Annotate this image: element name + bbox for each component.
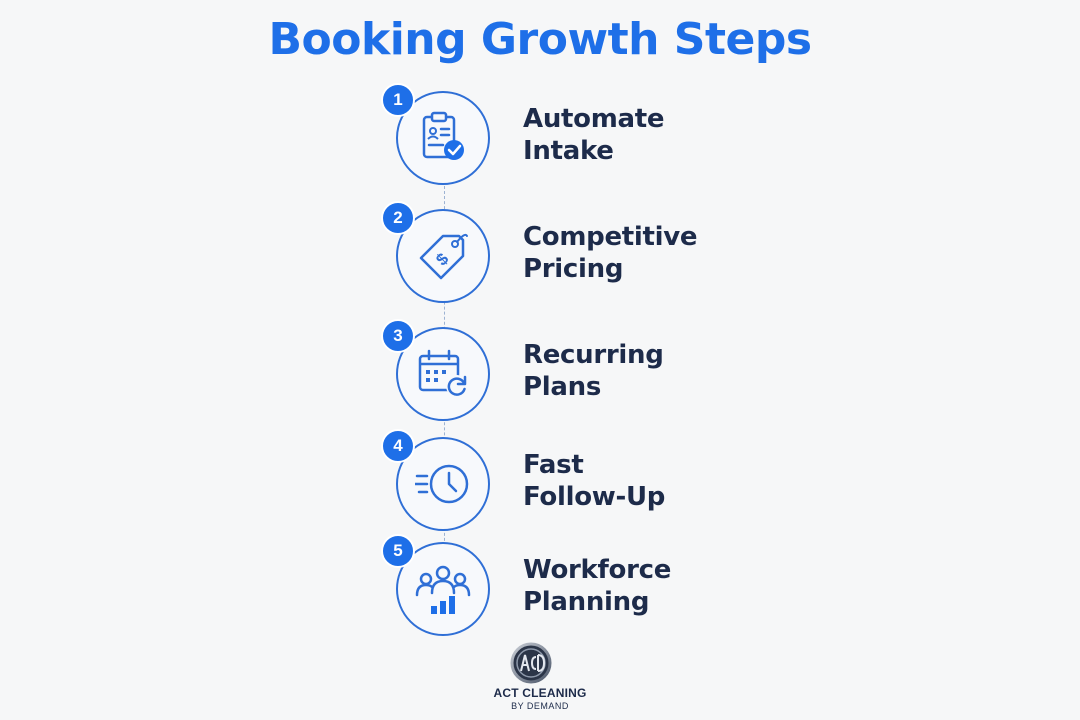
team-chart-icon <box>415 565 471 614</box>
step-4-number-badge: 4 <box>381 429 415 463</box>
step-2-label: Competitive Pricing <box>523 221 698 285</box>
step-2-icon-circle: $ <box>396 209 490 303</box>
page-title: Booking Growth Steps <box>268 14 812 65</box>
step-4-label: Fast Follow-Up <box>523 449 665 513</box>
step-3-label-line1: Recurring <box>523 340 664 370</box>
logo-tagline: BY DEMAND <box>511 701 569 711</box>
step-1-icon-circle <box>396 91 490 185</box>
logo-emblem-icon <box>510 642 552 684</box>
step-5-label-line2: Planning <box>523 587 650 617</box>
step-4: 4 Fast Follow-Up <box>0 429 1080 537</box>
step-2: $ 2 Competitive Pricing <box>0 201 1080 309</box>
step-5: 5 Workforce Planning <box>0 534 1080 642</box>
step-3: 3 Recurring Plans <box>0 319 1080 427</box>
clipboard-check-icon <box>422 111 464 160</box>
svg-text:$: $ <box>432 249 453 270</box>
step-4-icon-circle <box>396 437 490 531</box>
step-3-number-badge: 3 <box>381 319 415 353</box>
step-4-label-line2: Follow-Up <box>523 482 666 512</box>
step-1-label-line2: Intake <box>523 136 614 166</box>
step-2-label-line2: Pricing <box>523 254 624 284</box>
logo-company-name: ACT CLEANING <box>493 686 587 700</box>
step-5-number-badge: 5 <box>381 534 415 568</box>
step-3-label-line2: Plans <box>523 372 601 402</box>
step-3-label: Recurring Plans <box>523 339 664 403</box>
step-5-label: Workforce Planning <box>523 554 671 618</box>
company-logo: ACT CLEANING BY DEMAND <box>480 640 600 720</box>
step-1-label: Automate Intake <box>523 103 665 167</box>
step-5-label-line1: Workforce <box>523 555 672 585</box>
step-4-label-line1: Fast <box>523 450 584 480</box>
step-2-label-line1: Competitive <box>523 222 698 252</box>
price-tag-icon: $ <box>419 233 468 280</box>
step-2-number-badge: 2 <box>381 201 415 235</box>
calendar-repeat-icon <box>418 349 468 397</box>
fast-clock-icon <box>415 464 469 504</box>
step-1: 1 Automate Intake <box>0 83 1080 191</box>
step-5-icon-circle <box>396 542 490 636</box>
step-1-number-badge: 1 <box>381 83 415 117</box>
step-1-label-line1: Automate <box>523 104 665 134</box>
